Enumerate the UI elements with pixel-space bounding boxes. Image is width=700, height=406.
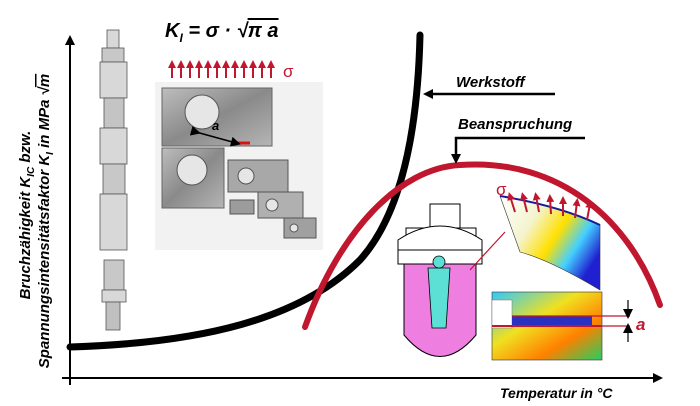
stress-label-arrow <box>451 136 585 164</box>
specimen-photo: a <box>155 82 323 250</box>
detail-connector <box>469 231 506 271</box>
crack-length-label: a <box>212 118 219 133</box>
sigma-top: σ <box>283 62 294 81</box>
crack-depth-label: a <box>636 315 645 334</box>
svg-text:Spannungsintensitätsfaktor KI: Spannungsintensitätsfaktor KI in MPa √m <box>36 74 56 368</box>
sigma-fea-arrows <box>507 192 594 221</box>
fea-crack-detail <box>491 291 630 361</box>
svg-text:Bruchzähigkeit KIC bzw.: Bruchzähigkeit KIC bzw. <box>17 131 37 300</box>
svg-text:KI = σ · √π a: KI = σ · √π a <box>165 20 279 45</box>
x-axis-title: Temperatur in °C <box>500 385 613 401</box>
sigma-fea: σ <box>496 180 507 199</box>
axes <box>62 35 663 385</box>
specimen-stack-image <box>99 29 128 331</box>
sqrt-sign: √ <box>36 85 53 99</box>
stress-label: Beanspruchung <box>458 116 572 133</box>
tension-arrows <box>168 60 275 78</box>
material-label: Werkstoff <box>456 74 527 91</box>
stress-intensity-curve <box>302 161 663 330</box>
y-title-line2: Spannungsintensitätsfaktor K <box>36 154 53 369</box>
y-axis-title: Bruchzähigkeit KIC bzw. Spannungsintensi… <box>17 74 56 368</box>
formula: KI = σ · √π a <box>165 20 279 45</box>
y-title-line1: Bruchzähigkeit K <box>17 176 34 300</box>
crack-length-arrow <box>189 125 241 147</box>
sqrt-sign: √ <box>237 20 250 42</box>
pressure-vessel <box>397 203 483 357</box>
material-toughness-curve <box>66 31 424 351</box>
